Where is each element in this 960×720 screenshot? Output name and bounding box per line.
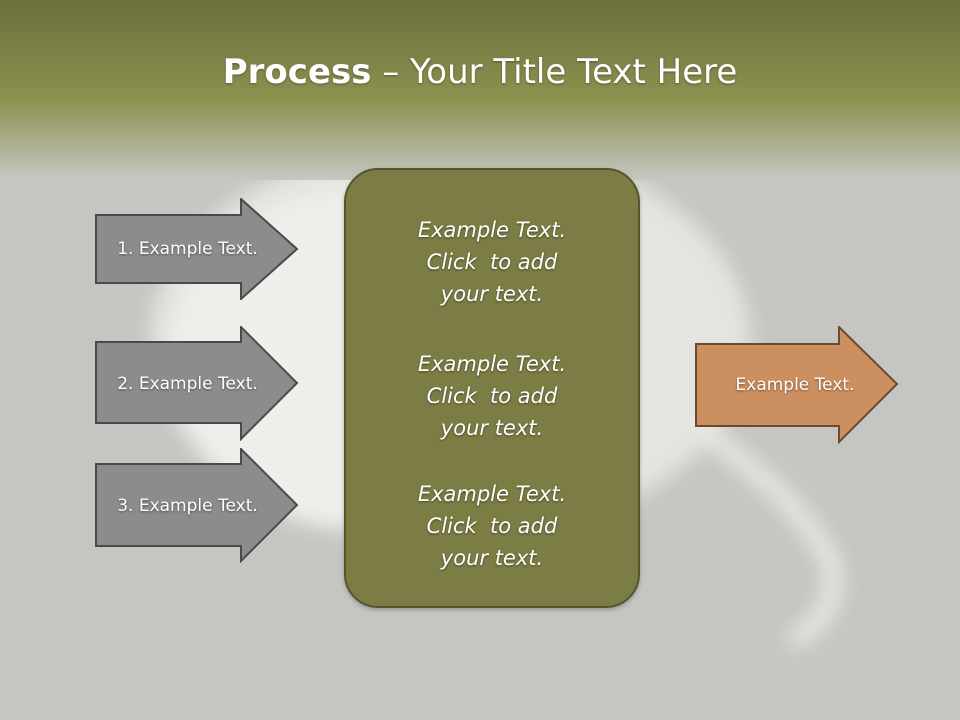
result-arrow: Example Text. (695, 326, 900, 444)
arrow-shape (95, 448, 299, 563)
step-2-label: 2. Example Text. (117, 373, 258, 394)
center-item-2-line-3: your text. (440, 416, 544, 440)
center-item-1-line-2: Click to add (426, 250, 558, 274)
step-3-label: 3. Example Text. (117, 495, 258, 516)
slide-title: Process – Your Title Text Here (0, 52, 960, 92)
center-item-3-line-3: your text. (440, 546, 544, 570)
center-item-1-line-3: your text. (440, 282, 544, 306)
center-item-2: Example Text. Click to add your text. (346, 348, 638, 444)
step-1-label: 1. Example Text. (117, 239, 258, 259)
arrow-shape (95, 326, 299, 441)
center-item-1: Example Text. Click to add your text. (346, 214, 638, 310)
center-item-2-line-1: Example Text. (417, 352, 567, 376)
title-bold: Process (222, 52, 372, 92)
process-step-arrow-2: 2. Example Text. (95, 326, 300, 441)
process-step-arrow-1: 1. Example Text. (95, 198, 300, 300)
center-item-3-line-1: Example Text. (417, 482, 567, 506)
arrow-shape (95, 198, 299, 300)
center-item-2-line-2: Click to add (426, 384, 558, 408)
arrow-shape (695, 326, 899, 444)
center-item-1-line-1: Example Text. (417, 218, 567, 242)
center-text-box: Example Text. Click to add your text. Ex… (344, 168, 640, 608)
center-item-3-line-2: Click to add (426, 514, 558, 538)
center-item-3: Example Text. Click to add your text. (346, 478, 638, 574)
process-step-arrow-3: 3. Example Text. (95, 448, 300, 563)
title-rest: – Your Title Text Here (371, 52, 738, 92)
result-label: Example Text. (735, 375, 855, 395)
